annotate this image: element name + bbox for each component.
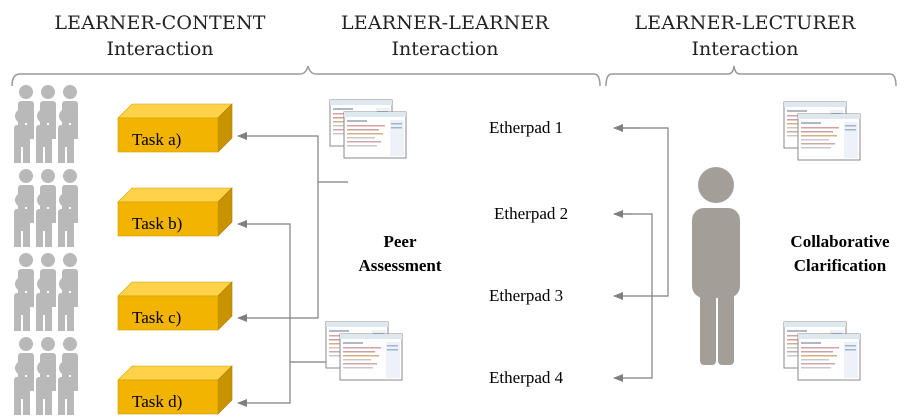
etherpad-label-2: Etherpad 2 bbox=[494, 204, 569, 223]
task-box-d bbox=[117, 365, 233, 415]
collab-screens-bottom bbox=[784, 322, 860, 380]
collaborative-clarification-line1: Collaborative bbox=[790, 232, 890, 251]
etherpad-label-3: Etherpad 3 bbox=[489, 286, 564, 305]
connector-task-a bbox=[237, 132, 319, 182]
brace-content bbox=[11, 65, 601, 87]
header-learner-learner-line1: LEARNER-LEARNER bbox=[340, 12, 550, 34]
header-learner-content-line1: LEARNER-CONTENT bbox=[54, 12, 266, 34]
task-box-b bbox=[117, 187, 233, 237]
collaborative-clarification-label: Collaborative Clarification bbox=[772, 230, 908, 278]
header-learner-lecturer: LEARNER-LECTURER Interaction bbox=[620, 10, 870, 62]
task-label-b: Task b) bbox=[132, 214, 183, 233]
connector-task-d bbox=[237, 362, 291, 407]
header-learner-content: LEARNER-CONTENT Interaction bbox=[40, 10, 280, 62]
brace-lecturer bbox=[605, 65, 897, 87]
peer-screens-top bbox=[330, 100, 406, 158]
learner-group-1 bbox=[14, 85, 78, 163]
learner-group-3 bbox=[14, 253, 78, 331]
collab-screens-top bbox=[784, 102, 860, 160]
learner-group-4 bbox=[14, 337, 78, 415]
peer-assessment-label: Peer Assessment bbox=[338, 230, 462, 278]
collaborative-clarification-line2: Clarification bbox=[793, 256, 887, 275]
bracket-etherpad-2-4 bbox=[613, 213, 653, 382]
task-box-a bbox=[117, 103, 233, 153]
etherpad-label-4: Etherpad 4 bbox=[489, 368, 564, 387]
etherpad-label-1: Etherpad 1 bbox=[489, 118, 564, 137]
header-learner-content-line2: Interaction bbox=[106, 38, 214, 60]
task-label-d: Task d) bbox=[132, 392, 183, 411]
learner-group-2 bbox=[14, 169, 78, 247]
task-label-c: Task c) bbox=[132, 308, 182, 327]
connector-task-c bbox=[237, 182, 319, 322]
bracket-etherpad-1-3 bbox=[613, 127, 669, 300]
header-learner-lecturer-line1: LEARNER-LECTURER bbox=[634, 12, 856, 34]
header-learner-lecturer-line2: Interaction bbox=[691, 38, 799, 60]
task-box-c bbox=[117, 281, 233, 331]
lecturer-figure bbox=[692, 167, 740, 365]
connector-task-b bbox=[237, 220, 291, 362]
header-learner-learner: LEARNER-LEARNER Interaction bbox=[325, 10, 565, 62]
peer-assessment-line2: Assessment bbox=[358, 256, 442, 275]
task-label-a: Task a) bbox=[132, 130, 182, 149]
peer-screens-bottom bbox=[326, 322, 402, 380]
peer-assessment-line1: Peer bbox=[383, 232, 417, 251]
header-learner-learner-line2: Interaction bbox=[391, 38, 499, 60]
